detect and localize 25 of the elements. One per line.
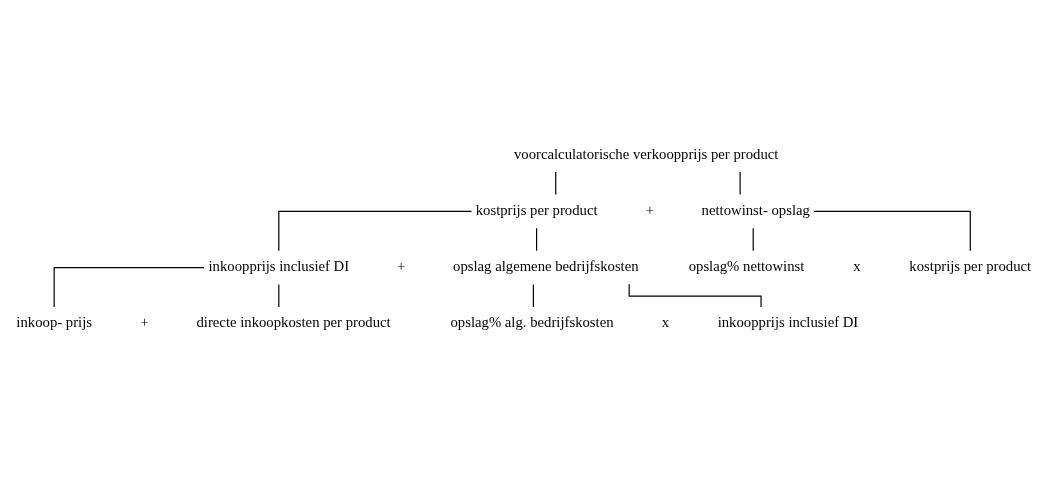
node-text: voorcalculatorische verkoopprijs per product	[513, 145, 779, 162]
connector	[536, 227, 538, 252]
label: x	[853, 258, 861, 275]
connector	[752, 227, 754, 252]
node-text: kostprijs per product	[475, 201, 598, 218]
node-text: opslag algemene bedrijfskosten	[453, 258, 639, 275]
connector	[813, 210, 971, 252]
node-text: inkoopprijs inclusief DI	[208, 258, 350, 275]
connector	[555, 171, 557, 196]
node-text: inkoop- prijs	[16, 314, 92, 331]
connector	[739, 171, 741, 196]
node-text: inkoopprijs inclusief DI	[717, 314, 859, 331]
connector	[532, 283, 534, 308]
connector	[278, 210, 473, 252]
node-text: kostprijs per product	[909, 258, 1032, 275]
label: +	[397, 258, 406, 275]
connector	[53, 266, 205, 308]
node-text: directe inkoopkosten per product	[196, 314, 391, 331]
node-text: opslag% nettowinst	[688, 258, 805, 275]
label: x	[661, 314, 670, 331]
connector	[278, 283, 280, 308]
label: +	[140, 314, 149, 331]
label: +	[645, 201, 655, 218]
node-text: opslag% alg. bedrijfskosten	[450, 314, 614, 331]
node-text: nettowinst- opslag	[701, 201, 810, 218]
